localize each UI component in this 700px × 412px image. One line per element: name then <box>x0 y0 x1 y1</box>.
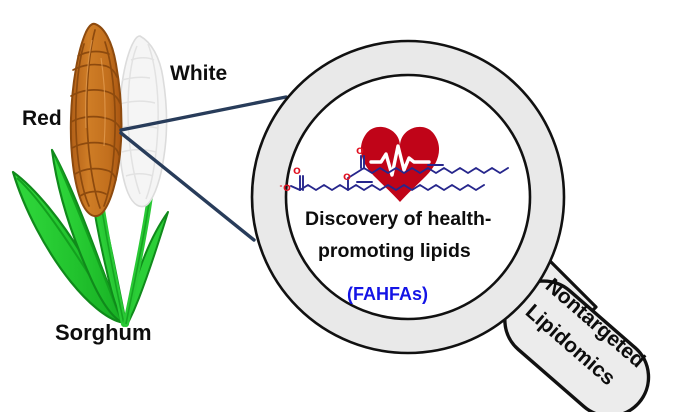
stem-white-edge <box>125 195 151 325</box>
red-panicle-body <box>69 22 123 218</box>
oxygen-label-carboxylate: O <box>283 184 291 194</box>
oxygen-label-ester-double: O <box>356 147 364 157</box>
charge-minus-label: - <box>280 182 283 190</box>
molecule-left-o-minus-bond <box>290 185 301 191</box>
label-sorghum: Sorghum <box>55 320 152 345</box>
magnifier-lens <box>284 73 532 321</box>
molecule-oxygen-labels: O O O O - <box>280 147 365 194</box>
caption-fahfas: (FAHFAs) <box>347 284 428 304</box>
caption-line-2: promoting lipids <box>318 240 471 262</box>
oxygen-label-carboxyl-double: O <box>293 167 301 177</box>
fahfa-molecule-structure <box>290 155 509 191</box>
heart-shape <box>360 126 440 202</box>
connector-line-upper <box>119 95 288 132</box>
oxygen-label-ester: O <box>343 173 351 183</box>
caption-line-1: Discovery of health- <box>305 208 492 230</box>
red-panicle-texture <box>70 29 122 209</box>
red-panicle-highlight <box>85 39 106 147</box>
molecule-upper-chain <box>347 167 509 179</box>
red-panicle <box>69 22 123 218</box>
magnifier-ring <box>252 41 564 353</box>
label-red-panicle: Red <box>22 107 62 130</box>
ecg-pulse-line <box>369 144 431 177</box>
label-white-panicle: White <box>170 62 228 85</box>
heart-with-ecg-icon <box>360 126 440 202</box>
connector-line-lower <box>119 131 256 242</box>
molecule-lower-chain <box>299 184 485 191</box>
magnifier-ring-outer-edge <box>250 39 566 355</box>
